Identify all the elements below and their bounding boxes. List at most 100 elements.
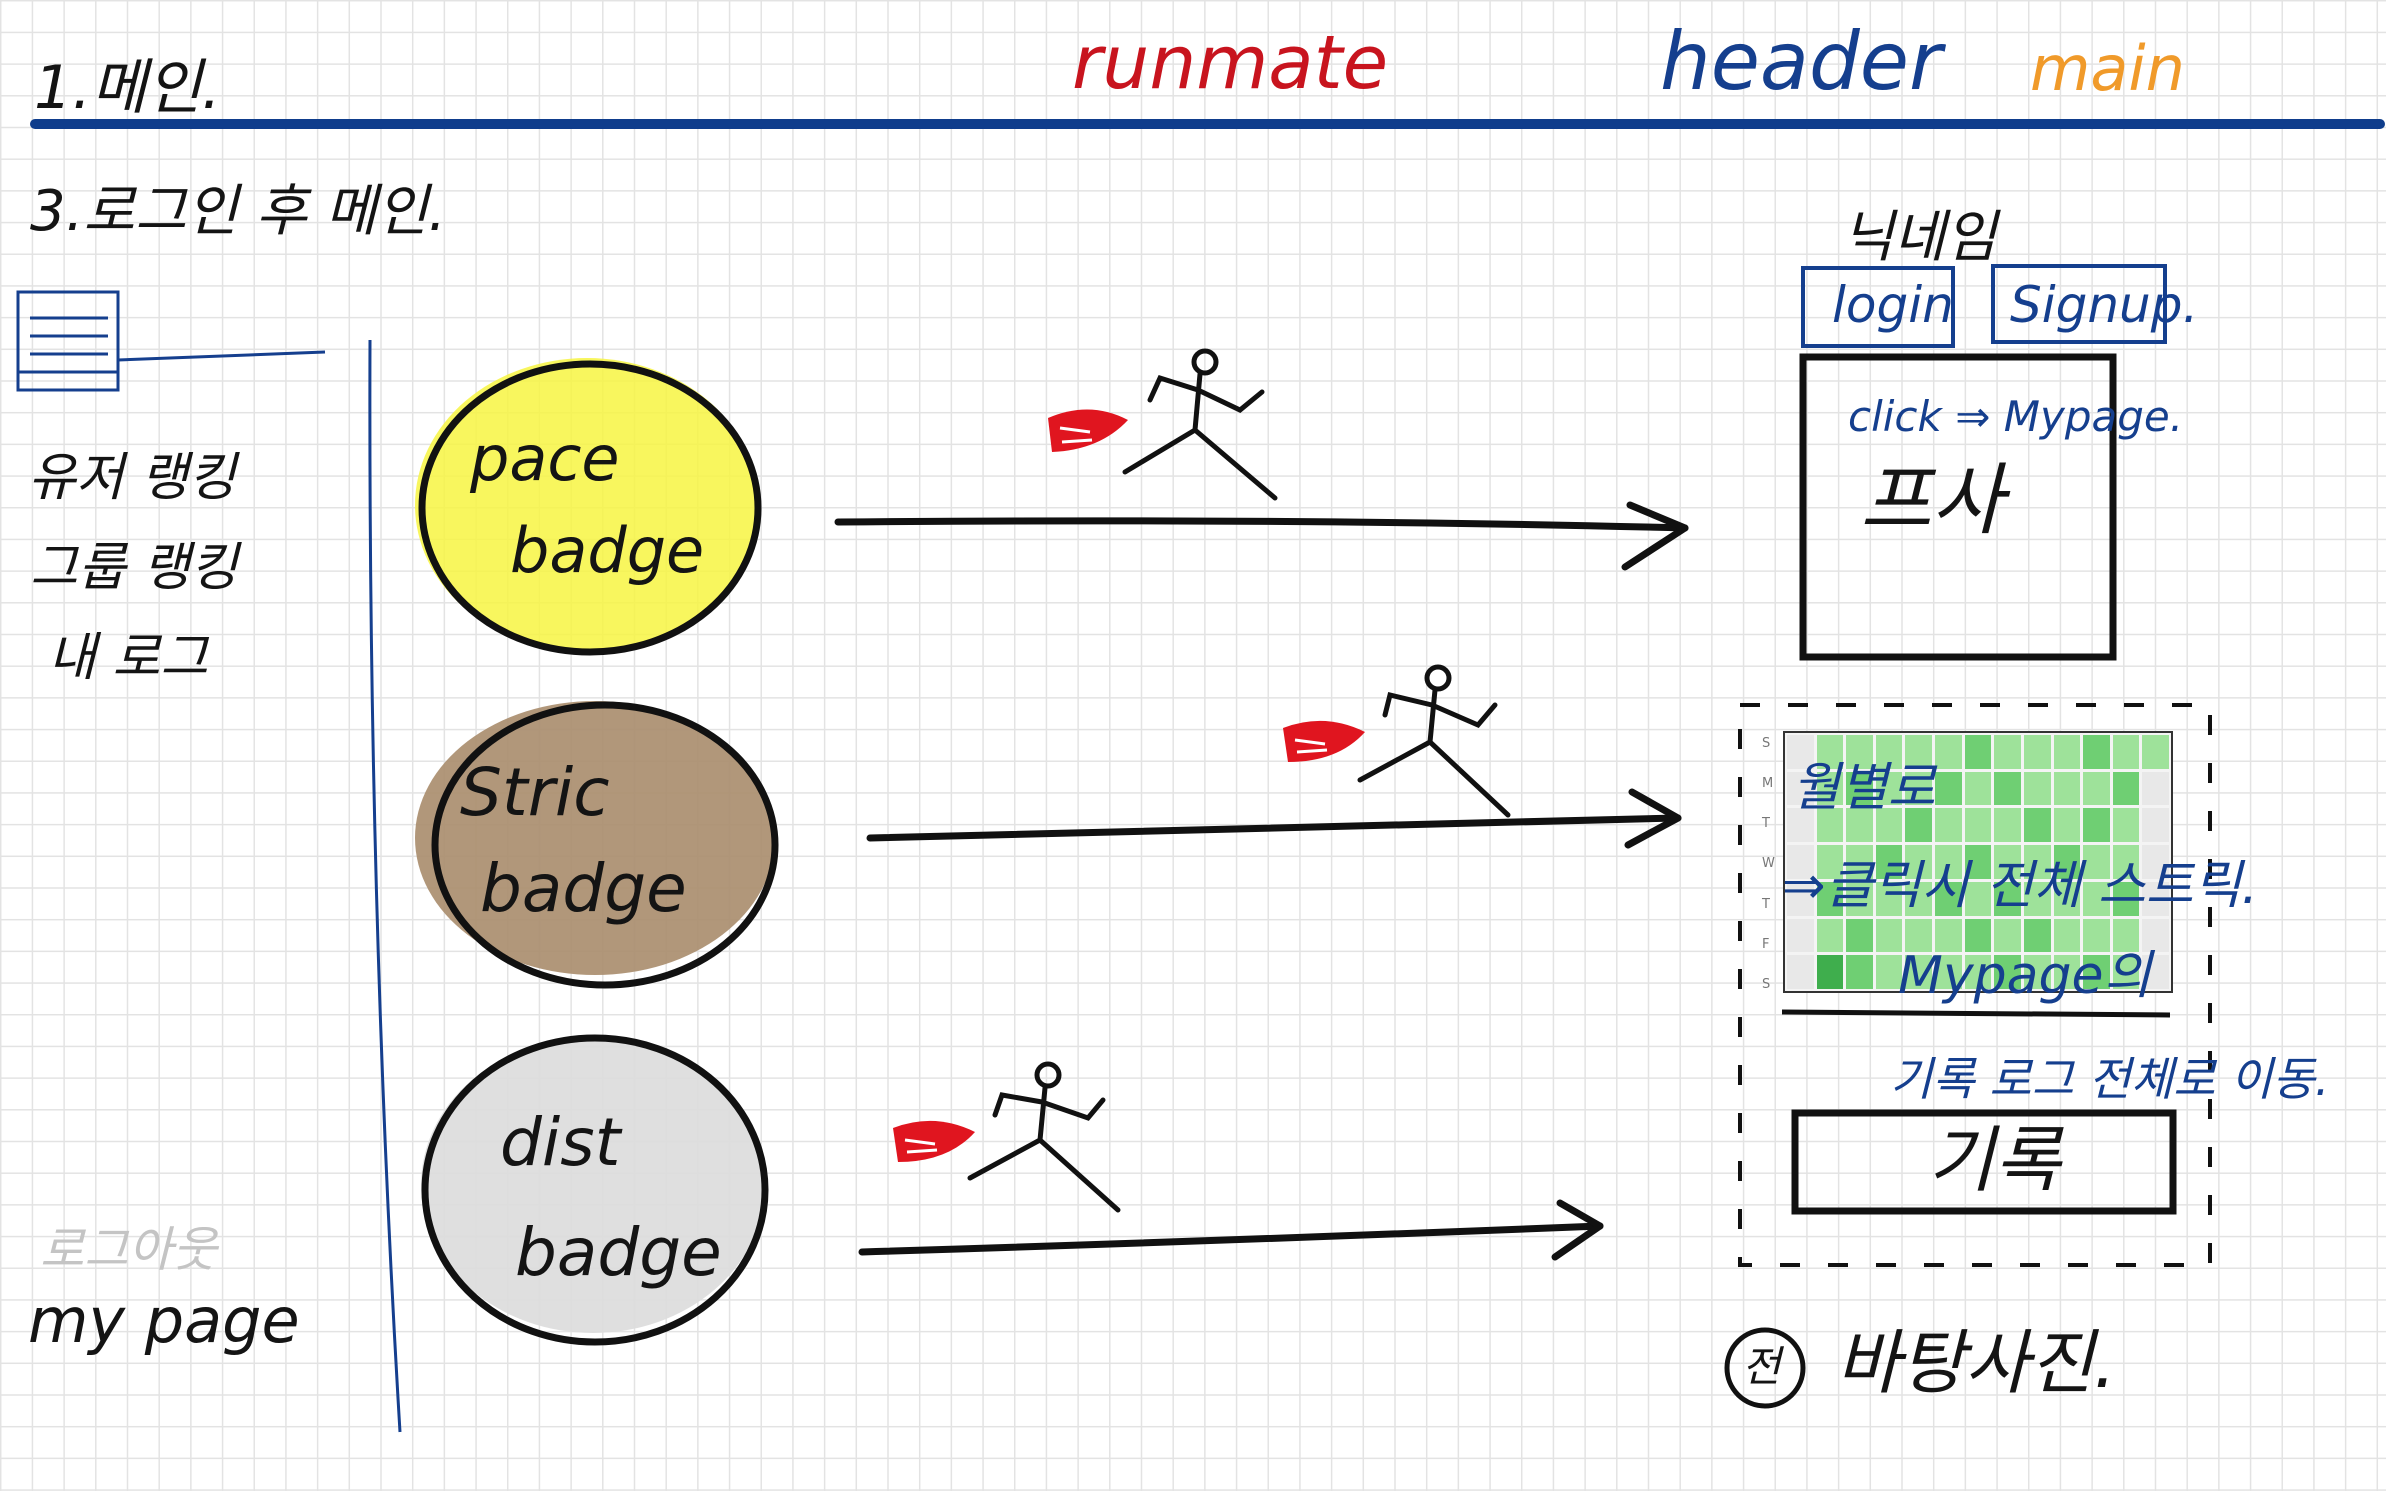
streak-cell[interactable] [2112, 881, 2140, 916]
streak-badge[interactable] [415, 701, 779, 989]
streak-cell[interactable] [1994, 918, 2021, 953]
streak-cell[interactable] [1816, 881, 1844, 916]
streak-cell[interactable] [2023, 918, 2051, 953]
streak-cell[interactable] [2083, 955, 2110, 989]
streak-cell[interactable] [1875, 881, 1903, 916]
streak-cell[interactable] [1846, 918, 1873, 953]
streak-cell[interactable] [2023, 881, 2051, 916]
streak-cell[interactable] [2023, 845, 2051, 879]
streak-cell[interactable] [1905, 881, 1933, 916]
streak-cell[interactable] [1905, 845, 1933, 879]
streak-cell[interactable] [1905, 735, 1933, 769]
streak-cell[interactable] [1935, 735, 1962, 769]
streak-cell[interactable] [1846, 735, 1873, 769]
hamburger-menu-icon[interactable] [16, 290, 326, 392]
sidebar-item-user-ranking[interactable]: 유저 랭킹 [28, 448, 236, 508]
streak-cell[interactable] [1875, 771, 1903, 806]
pace-badge[interactable] [415, 358, 762, 656]
streak-cell[interactable] [1846, 808, 1873, 843]
streak-cell[interactable] [1964, 881, 1992, 916]
streak-calendar[interactable] [1783, 731, 2173, 993]
signup-button[interactable]: Signup. [2010, 276, 2199, 334]
streak-cell[interactable] [1787, 735, 1814, 769]
streak-cell[interactable] [2142, 845, 2169, 879]
streak-cell[interactable] [2112, 845, 2140, 879]
streak-cell[interactable] [2053, 771, 2081, 806]
streak-cell[interactable] [2083, 771, 2110, 806]
streak-cell[interactable] [1816, 955, 1844, 989]
streak-cell[interactable] [2112, 735, 2140, 769]
streak-cell[interactable] [2083, 845, 2110, 879]
streak-cell[interactable] [1787, 918, 1814, 953]
streak-cell[interactable] [1935, 808, 1962, 843]
streak-cell[interactable] [2053, 955, 2081, 989]
streak-cell[interactable] [1964, 808, 1992, 843]
streak-cell[interactable] [1964, 845, 1992, 879]
streak-cell[interactable] [2112, 808, 2140, 843]
streak-cell[interactable] [2142, 955, 2169, 989]
streak-cell[interactable] [2023, 771, 2051, 806]
streak-cell[interactable] [2112, 771, 2140, 806]
streak-cell[interactable] [1994, 955, 2021, 989]
streak-cell[interactable] [1875, 845, 1903, 879]
streak-cell[interactable] [1964, 955, 1992, 989]
streak-cell[interactable] [2053, 808, 2081, 843]
streak-cell[interactable] [1935, 845, 1962, 879]
streak-cell[interactable] [2023, 808, 2051, 843]
streak-cell[interactable] [1964, 771, 1992, 806]
streak-cell[interactable] [2023, 735, 2051, 769]
streak-cell[interactable] [1964, 918, 1992, 953]
streak-cell[interactable] [1875, 955, 1903, 989]
streak-cell[interactable] [1994, 845, 2021, 879]
streak-cell[interactable] [1935, 881, 1962, 916]
streak-cell[interactable] [1935, 771, 1962, 806]
streak-cell[interactable] [2142, 918, 2169, 953]
brand-logo[interactable]: runmate [1072, 20, 1389, 106]
streak-cell[interactable] [1846, 955, 1873, 989]
streak-cell[interactable] [1787, 808, 1814, 843]
streak-cell[interactable] [2142, 771, 2169, 806]
streak-cell[interactable] [1787, 881, 1814, 916]
streak-cell[interactable] [2023, 955, 2051, 989]
streak-cell[interactable] [1846, 845, 1873, 879]
streak-cell[interactable] [1787, 845, 1814, 879]
profile-photo-box[interactable] [1799, 353, 2117, 661]
sidebar-item-my-log[interactable]: 내 로그 [48, 628, 209, 688]
streak-cell[interactable] [2083, 735, 2110, 769]
streak-cell[interactable] [1935, 955, 1962, 989]
streak-cell[interactable] [2053, 918, 2081, 953]
streak-cell[interactable] [1875, 918, 1903, 953]
streak-cell[interactable] [2053, 735, 2081, 769]
streak-cell[interactable] [1905, 808, 1933, 843]
streak-cell[interactable] [1905, 771, 1933, 806]
streak-cell[interactable] [2112, 918, 2140, 953]
streak-cell[interactable] [1994, 881, 2021, 916]
sidebar-item-group-ranking[interactable]: 그룹 랭킹 [30, 538, 238, 598]
streak-cell[interactable] [1905, 955, 1933, 989]
login-button[interactable]: login [1832, 276, 1954, 334]
streak-cell[interactable] [1816, 845, 1844, 879]
streak-cell[interactable] [1905, 918, 1933, 953]
streak-cell[interactable] [1935, 918, 1962, 953]
streak-cell[interactable] [1994, 771, 2021, 806]
streak-cell[interactable] [1994, 808, 2021, 843]
profile-photo-label[interactable]: 프사 [1860, 456, 2004, 546]
streak-cell[interactable] [2053, 845, 2081, 879]
streak-cell[interactable] [1875, 735, 1903, 769]
logout-link[interactable]: 로그아웃 [40, 1222, 217, 1278]
streak-cell[interactable] [2083, 808, 2110, 843]
mypage-link[interactable]: my page [28, 1284, 300, 1357]
streak-cell[interactable] [1816, 735, 1844, 769]
streak-cell[interactable] [1875, 808, 1903, 843]
streak-cell[interactable] [1787, 955, 1814, 989]
streak-cell[interactable] [1994, 735, 2021, 769]
streak-cell[interactable] [1787, 771, 1814, 806]
streak-cell[interactable] [1964, 735, 1992, 769]
streak-cell[interactable] [2083, 881, 2110, 916]
streak-cell[interactable] [1846, 771, 1873, 806]
streak-cell[interactable] [2142, 881, 2169, 916]
streak-cell[interactable] [1816, 918, 1844, 953]
record-box[interactable] [1791, 1109, 2177, 1215]
login-button-frame[interactable] [1801, 266, 1955, 348]
signup-button-frame[interactable] [1991, 264, 2167, 344]
